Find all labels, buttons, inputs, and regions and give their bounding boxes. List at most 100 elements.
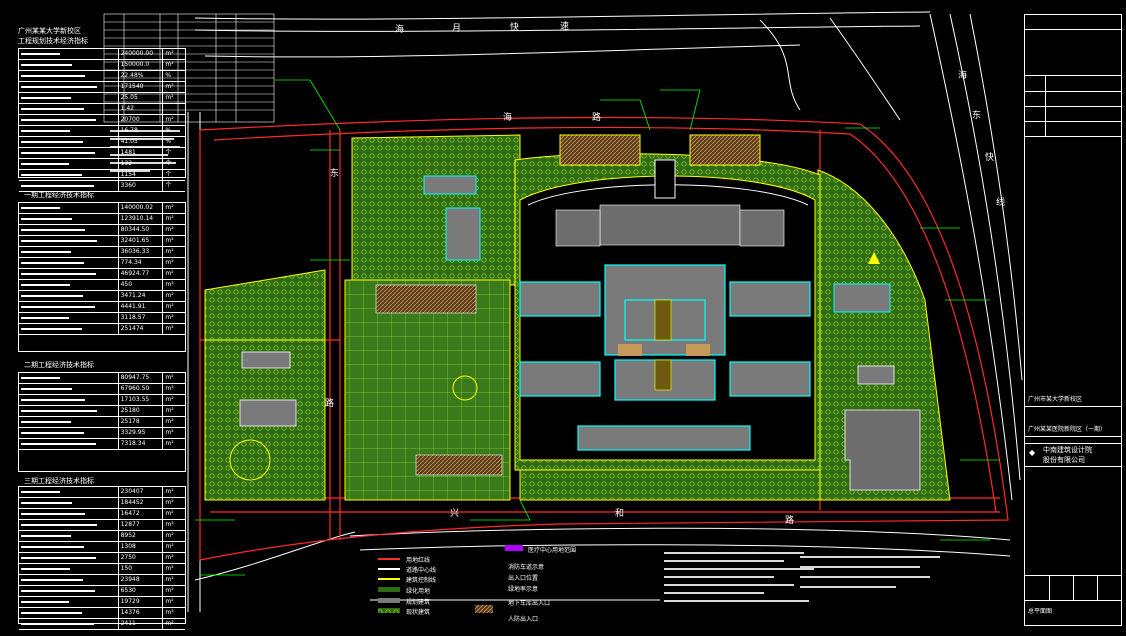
row-value: 17103.55 [119, 395, 164, 405]
north-road-char: 海 [503, 111, 512, 123]
row-unit: 个 [165, 171, 172, 178]
row-value: 25.05 [119, 93, 164, 103]
legend-mid-item: 地下车库出入口 [508, 600, 551, 607]
row-label-bar [19, 619, 119, 629]
row-label-bar [19, 148, 119, 158]
row-value: 22.48% [119, 71, 164, 81]
row-label-bar [19, 373, 119, 383]
row-unit: m² [165, 325, 174, 332]
row-value: 20700 [119, 115, 164, 125]
row-value: 46924.77 [119, 269, 164, 279]
row-label-bar [19, 269, 119, 279]
row-unit: m² [165, 215, 174, 222]
row-unit: m² [165, 248, 174, 255]
row-value: 1308 [119, 542, 164, 552]
row-unit: m² [165, 204, 174, 211]
row-value: 12877 [119, 520, 164, 530]
bottom-road-char: 兴 [450, 508, 459, 519]
row-unit: m² [165, 510, 174, 517]
row-unit: m² [165, 609, 174, 616]
row-value: 7318.34 [119, 439, 164, 449]
row-value: 80344.50 [119, 225, 164, 235]
table-row: 1.42 [19, 104, 185, 115]
surrounding-roads [187, 11, 1023, 612]
top-data-tables [103, 13, 275, 123]
row-label-bar [19, 104, 119, 114]
row-label-bar [19, 324, 119, 334]
row-value: 14376 [119, 608, 164, 618]
sheet-name: 广州某某医院新院区（一期） [1025, 423, 1121, 437]
row-value: 171540 [119, 82, 164, 92]
west-road-char: 东 [330, 167, 339, 179]
row-unit: m² [165, 303, 174, 310]
row-unit: 个 [165, 149, 172, 156]
central-complex [519, 159, 816, 461]
row-value: 23948 [119, 575, 164, 585]
row-label-bar [19, 428, 119, 438]
row-unit: m² [165, 576, 174, 583]
row-value: 80947.75 [119, 373, 164, 383]
right-road-char: 东 [972, 109, 981, 121]
row-label-bar [19, 542, 119, 552]
row-label-bar [19, 575, 119, 585]
legend-item: 建筑控制线 [406, 577, 437, 584]
row-unit: m² [165, 565, 174, 572]
right-road-char: 海 [958, 69, 967, 81]
row-unit: m² [165, 374, 174, 381]
row-value: 251474 [119, 324, 164, 334]
row-unit: % [165, 72, 172, 79]
row-value: 19729 [119, 597, 164, 607]
row-value: 774.34 [119, 258, 164, 268]
row-unit: m² [165, 440, 174, 447]
row-value: 3329.95 [119, 428, 164, 438]
legend-mid-item: 消防车道示意 [508, 564, 545, 571]
row-value: 4441.91 [119, 302, 164, 312]
row-unit: m² [165, 429, 174, 436]
row-unit: m² [165, 270, 174, 277]
row-value: 123910.14 [119, 214, 164, 224]
row-value: 1154 [119, 170, 164, 180]
top-road-char: 海 [395, 23, 404, 35]
row-unit: m² [165, 587, 174, 594]
row-value: 8952 [119, 531, 164, 541]
row-unit [163, 104, 185, 114]
row-label-bar [19, 170, 119, 180]
legend-mid-item: 绿地率示意 [508, 586, 539, 593]
company-suffix: 股份有限公司 [1043, 456, 1085, 464]
row-label-bar [19, 247, 119, 257]
row-label-bar [19, 313, 119, 323]
row-unit: m² [165, 292, 174, 299]
table-row: 22.48%% [19, 71, 185, 82]
legend-item: 规划建筑 [406, 599, 431, 606]
project-name: 广州市某大学新校区 [1025, 393, 1121, 407]
row-label-bar [19, 181, 119, 191]
row-label-bar [19, 406, 119, 416]
row-unit: m² [165, 396, 174, 403]
row-label-bar [19, 417, 119, 427]
section-1-title: 一期工程经济技术指标 [24, 191, 94, 199]
west-road-char: 路 [325, 397, 334, 409]
row-unit: m² [165, 226, 174, 233]
row-unit: m² [165, 83, 174, 90]
row-value: 240000.00 [119, 49, 164, 59]
table-row: 132个 [19, 159, 185, 170]
